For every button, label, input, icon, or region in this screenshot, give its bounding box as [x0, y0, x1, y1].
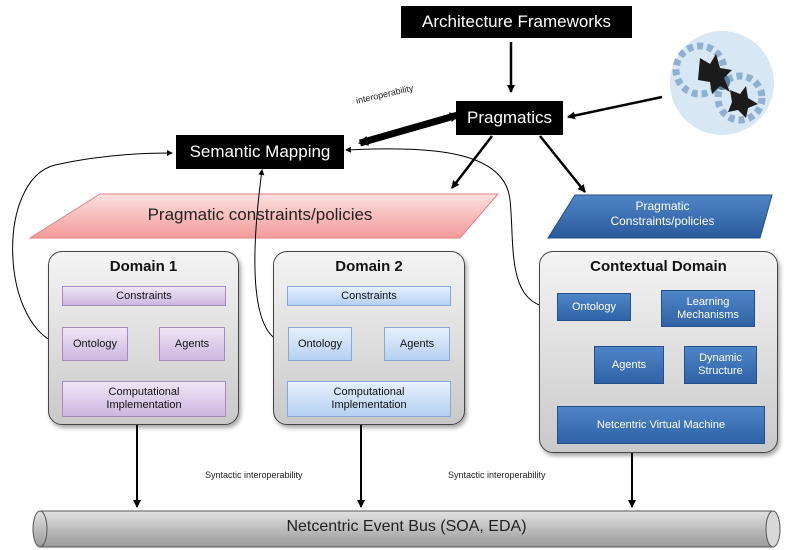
syntactic-interoperability-left: Syntactic interoperability: [205, 470, 303, 480]
business-people-gears-icon: [670, 31, 774, 135]
domain-1-ontology: Ontology: [62, 327, 128, 361]
syntactic-interoperability-right: Syntactic interoperability: [448, 470, 546, 480]
architecture-frameworks-box: Architecture Frameworks: [401, 6, 632, 38]
interoperability-arrow: [358, 111, 460, 147]
right-policy-line2: Constraints/policies: [610, 214, 715, 228]
domain-2-computational-line1: Computational: [333, 386, 405, 398]
contextual-ontology: Ontology: [557, 293, 631, 321]
contextual-agents: Agents: [594, 346, 664, 384]
contextual-learning-mechanisms: Learning Mechanisms: [661, 290, 755, 327]
contextual-dynamic-structure: Dynamic Structure: [684, 346, 757, 384]
contextual-learning-line2: Mechanisms: [677, 308, 739, 321]
domain-2-title: Domain 2: [335, 258, 403, 275]
right-policy-label: Pragmatic Constraints/policies: [560, 199, 765, 229]
contextual-dynamic-line2: Structure: [698, 365, 743, 377]
contextual-dynamic-line1: Dynamic: [699, 352, 742, 364]
pragmatics-box: Pragmatics: [456, 101, 563, 135]
domain-1-title: Domain 1: [109, 258, 178, 275]
arrow-d1-ontology-to-mapping: [12, 150, 173, 346]
domain-2-constraints: Constraints: [287, 286, 451, 306]
domain-2-computational-implementation: Computational Implementation: [287, 381, 451, 417]
arrow-pragmatics-to-left-policy: [451, 135, 493, 189]
domain-1-agents: Agents: [159, 327, 225, 361]
event-bus-label: Netcentric Event Bus (SOA, EDA): [286, 518, 527, 535]
right-policy-shape: [547, 194, 773, 239]
contextual-learning-line1: Learning: [686, 295, 730, 308]
arrow-contextual-to-mapping: [345, 146, 557, 311]
event-bus-cylinder: [32, 510, 781, 548]
contextual-domain-title: Contextual Domain: [590, 258, 727, 275]
domain-1-computational-implementation: Computational Implementation: [62, 381, 226, 417]
arrow-clipart-to-pragmatics: [567, 95, 663, 120]
domain-2-ontology: Ontology: [288, 327, 352, 361]
arrow-pragmatics-to-right-policy: [539, 135, 586, 193]
left-policy-label: Pragmatic constraints/policies: [147, 205, 373, 224]
netcentric-virtual-machine: Netcentric Virtual Machine: [557, 406, 765, 444]
domain-2-agents: Agents: [384, 327, 450, 361]
right-policy-line1: Pragmatic: [635, 199, 690, 213]
semantic-mapping-box: Semantic Mapping: [176, 135, 344, 169]
domain-1-constraints: Constraints: [62, 286, 226, 306]
domain-1-computational-line2: Implementation: [106, 399, 182, 411]
domain-2-computational-line2: Implementation: [331, 399, 407, 411]
domain-1-computational-line1: Computational: [108, 386, 180, 398]
